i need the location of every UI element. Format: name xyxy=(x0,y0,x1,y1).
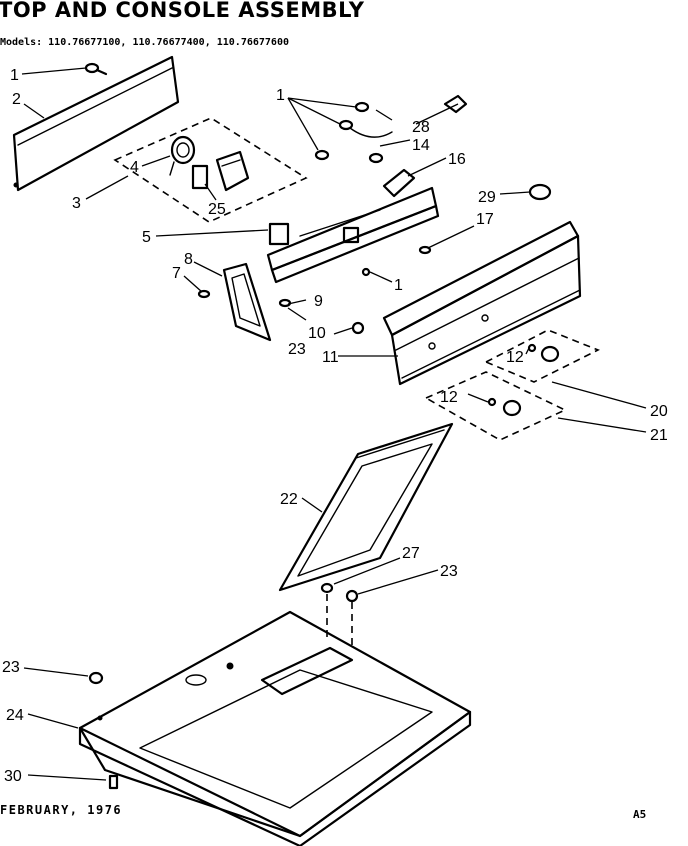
callout-9: 9 xyxy=(314,293,323,310)
callout-16: 16 xyxy=(448,151,466,168)
callout-11: 11 xyxy=(322,349,339,366)
part-23-nut-b xyxy=(345,589,359,650)
callout-27: 27 xyxy=(402,545,420,562)
part-11-console-housing xyxy=(382,220,582,386)
callout-4: 4 xyxy=(130,159,139,176)
callout-labels: 1 2 3 4 25 1 28 14 16 29 17 5 8 7 1 9 10… xyxy=(2,67,668,785)
part-21-knob-group xyxy=(424,371,567,441)
callout-24: 24 xyxy=(6,707,24,724)
callout-1: 1 xyxy=(394,277,403,294)
footer-date: FEBRUARY, 1976 xyxy=(0,803,123,817)
callout-1: 1 xyxy=(10,67,19,84)
part-8-end-cap xyxy=(222,262,272,342)
part-7-screw xyxy=(197,289,211,299)
callout-28: 28 xyxy=(412,119,430,136)
callout-23: 23 xyxy=(2,659,20,676)
callout-23: 23 xyxy=(440,563,458,580)
callout-25: 25 xyxy=(208,201,226,218)
callout-23: 23 xyxy=(288,341,306,358)
part-5-console-bracket xyxy=(266,186,440,284)
part-24-top-panel xyxy=(78,610,472,846)
part-1-screw-a xyxy=(84,62,108,76)
part-17-screw xyxy=(418,245,432,255)
callout-2: 2 xyxy=(12,91,21,108)
page-title: TOP AND CONSOLE ASSEMBLY xyxy=(0,0,365,22)
part-29-knob xyxy=(528,183,552,201)
part-16-bracket xyxy=(382,168,416,198)
callout-12: 12 xyxy=(506,349,524,366)
callout-10: 10 xyxy=(308,325,326,342)
callout-14: 14 xyxy=(412,137,430,154)
callout-3: 3 xyxy=(72,195,81,212)
part-20-knob-group xyxy=(484,329,600,383)
callout-29: 29 xyxy=(478,189,496,206)
callout-21: 21 xyxy=(650,427,668,444)
part-23-nut-c xyxy=(88,671,104,685)
models-line: Models: 110.76677100, 110.76677400, 110.… xyxy=(0,37,289,48)
part-23-nut-a xyxy=(351,321,365,335)
part-30-foot xyxy=(108,774,119,790)
callout-20: 20 xyxy=(650,403,668,420)
callout-5: 5 xyxy=(142,229,151,246)
callout-22: 22 xyxy=(280,491,298,508)
part-2-rear-panel xyxy=(12,55,180,192)
part-25-switch xyxy=(191,150,250,192)
part-22-lid xyxy=(278,422,454,592)
part-14-wire xyxy=(349,127,393,138)
part-3-control-group-outline xyxy=(113,117,308,223)
part-4-timer xyxy=(169,135,196,176)
part-1-screws-b xyxy=(314,101,384,164)
footer-page-code: A5 xyxy=(633,808,647,821)
callout-7: 7 xyxy=(172,265,181,282)
callout-1: 1 xyxy=(276,87,285,104)
callout-8: 8 xyxy=(184,251,193,268)
leader-lines xyxy=(21,67,647,781)
callout-17: 17 xyxy=(476,211,494,228)
callout-12: 12 xyxy=(440,389,458,406)
part-28-clip xyxy=(443,94,468,114)
callout-30: 30 xyxy=(4,768,22,785)
